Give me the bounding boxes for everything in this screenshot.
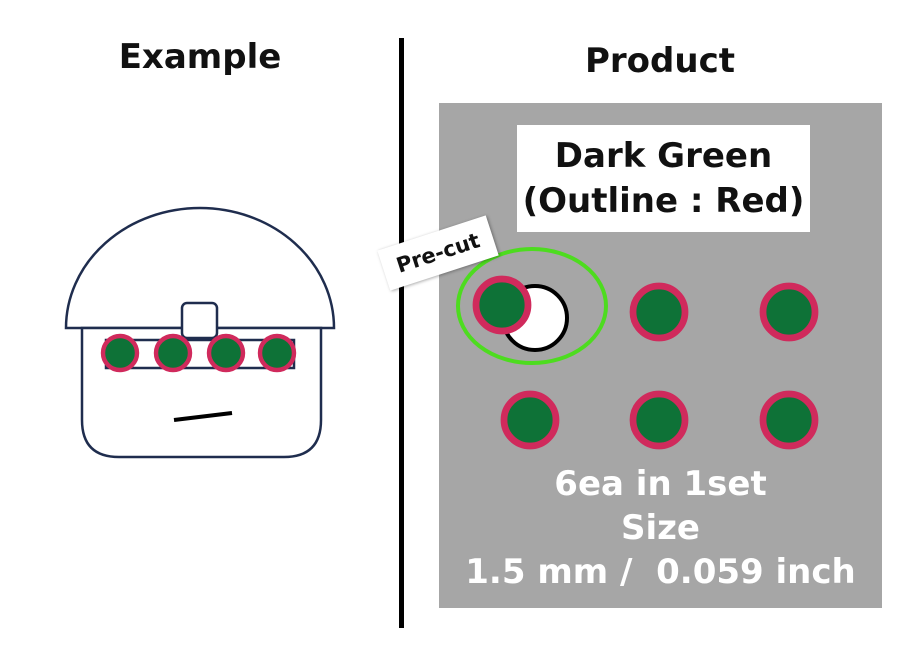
spec-text: 6ea in 1set Size 1.5 mm / 0.059 inch — [439, 462, 882, 594]
product-dot — [472, 275, 532, 335]
color-name: Dark Green — [554, 135, 773, 176]
helmet-illustration — [64, 206, 336, 459]
helmet-dome — [64, 206, 336, 330]
quantity-text: 6ea in 1set — [554, 464, 767, 504]
section-divider — [399, 38, 404, 628]
product-dot — [629, 390, 689, 450]
product-dot — [629, 282, 689, 342]
example-dot — [153, 333, 193, 373]
product-dot — [500, 390, 560, 450]
example-title: Example — [118, 37, 282, 77]
size-value: 1.5 mm / 0.059 inch — [465, 552, 856, 592]
example-dot — [257, 333, 297, 373]
helmet-clip — [180, 301, 219, 340]
product-dots — [472, 275, 819, 450]
highlight-ring — [456, 247, 608, 365]
size-label: Size — [621, 508, 700, 548]
example-dot — [206, 333, 246, 373]
outline-color-name: (Outline : Red) — [522, 180, 805, 221]
color-label-box: Dark Green (Outline : Red) — [517, 125, 810, 232]
product-dot — [759, 390, 819, 450]
example-dot — [100, 333, 140, 373]
product-dot — [759, 282, 819, 342]
example-dots — [100, 333, 297, 373]
helmet-mouth — [173, 411, 233, 422]
product-title: Product — [585, 41, 735, 81]
